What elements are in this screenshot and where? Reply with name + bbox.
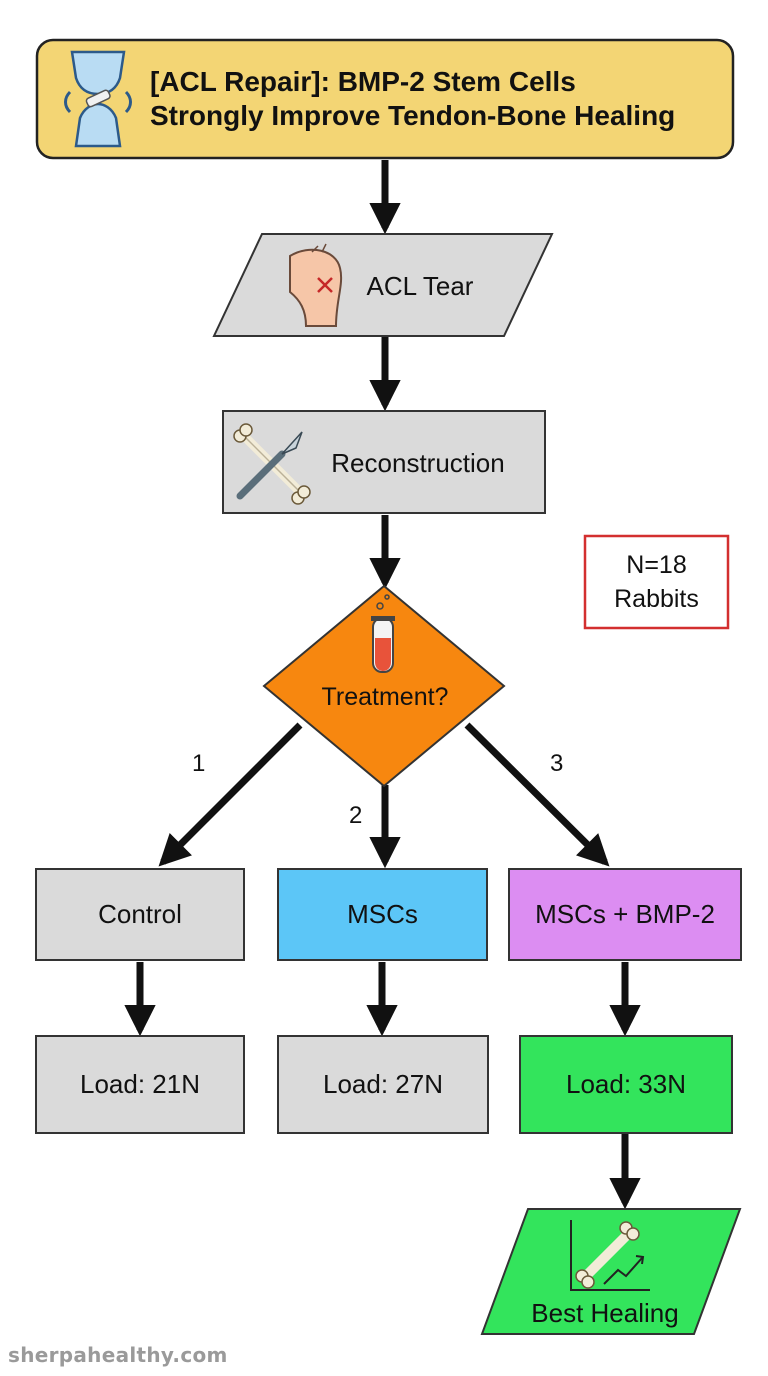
sample-size-label: N=18 Rabbits: [585, 536, 728, 628]
knee-joint-icon: [64, 50, 132, 148]
sample-size-count: N=18: [626, 551, 687, 579]
load-control-label: Load: 21N: [80, 1069, 200, 1099]
load-control-node: [35, 1035, 245, 1134]
load-mscs-bmp2-node: [519, 1035, 733, 1134]
treatment-decision-node: [262, 584, 506, 788]
mscs-node: [277, 868, 488, 961]
test-tube-icon: [371, 594, 395, 673]
branch-label-3: 3: [550, 750, 564, 777]
branch-label-1: 1: [192, 750, 206, 777]
arrow-branch-3: [464, 722, 610, 867]
arrow-branch-1: [158, 722, 303, 867]
best-healing-label: Best Healing: [531, 1297, 679, 1328]
control-label: Control: [98, 899, 182, 929]
reconstruction-label: Reconstruction: [331, 447, 505, 478]
load-mscs-bmp2-label: Load: 33N: [566, 1069, 686, 1099]
watermark: sherpahealthy.com: [8, 1343, 228, 1367]
page-title: [ACL Repair]: BMP-2 Stem Cells Strongly …: [150, 58, 730, 140]
scalpel-bone-icon: [233, 423, 311, 505]
decision-label: Treatment?: [321, 682, 449, 711]
control-node: [35, 868, 245, 961]
injured-knee-icon: [289, 243, 343, 327]
load-mscs-label: Load: 27N: [323, 1069, 443, 1099]
title-box: [35, 38, 735, 160]
best-healing-node: [480, 1208, 742, 1335]
load-mscs-node: [277, 1035, 489, 1134]
mscs-label: MSCs: [347, 899, 418, 929]
title-line-1: [ACL Repair]: BMP-2 Stem Cells: [150, 66, 576, 97]
mscs-bmp2-label: MSCs + BMP-2: [535, 899, 715, 929]
branch-label-2: 2: [349, 802, 363, 829]
acl-tear-label: ACL Tear: [366, 270, 474, 301]
sample-size-species: Rabbits: [614, 585, 699, 613]
title-line-2: Strongly Improve Tendon-Bone Healing: [150, 100, 676, 131]
mscs-bmp2-node: [508, 868, 742, 961]
sample-size-box: [583, 534, 730, 630]
bone-growth-chart-icon: [570, 1220, 650, 1291]
